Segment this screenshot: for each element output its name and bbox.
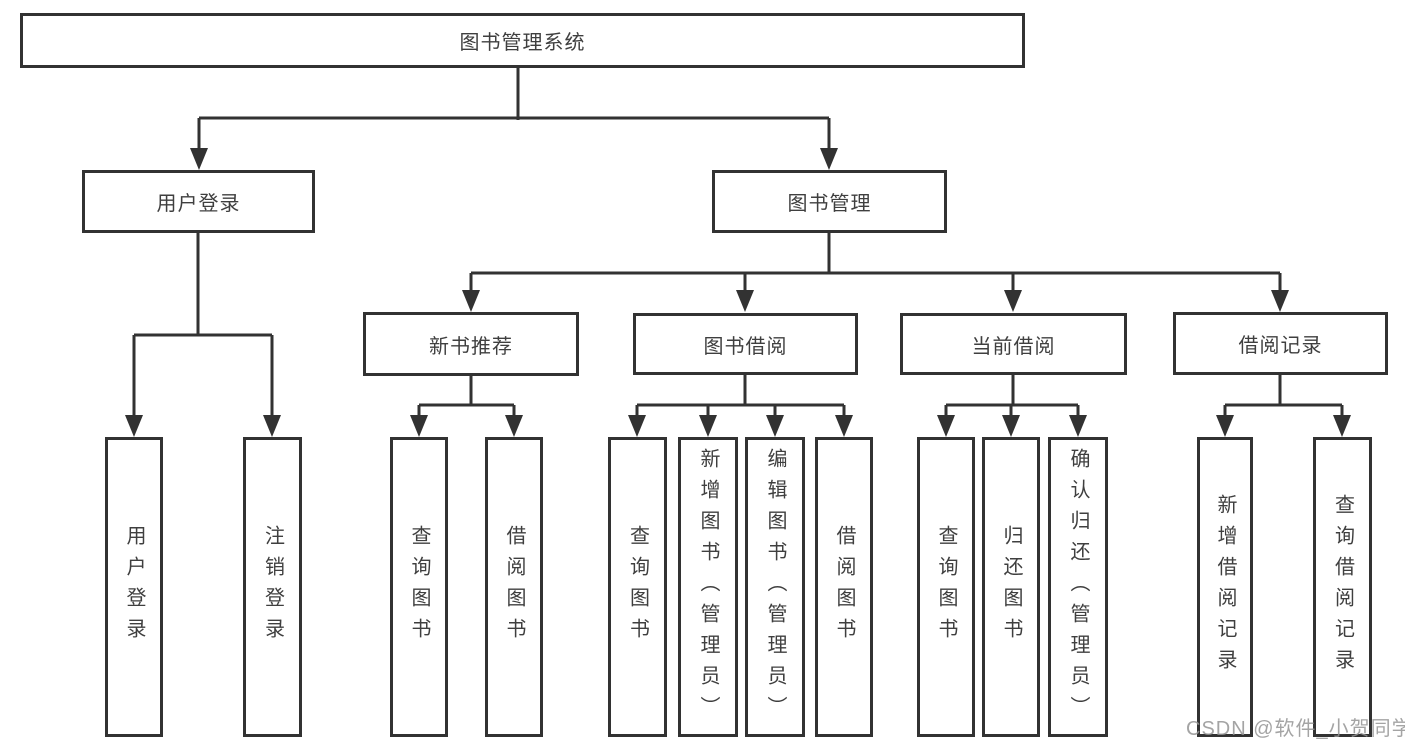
node-logout-login: 注销登录 <box>243 437 302 737</box>
arrow-down-icon <box>1002 415 1020 437</box>
arrow-down-icon <box>1069 415 1087 437</box>
arrow-down-icon <box>736 290 754 312</box>
node-label: 当前借阅 <box>971 335 1056 358</box>
node-label: 新增借阅记录 <box>1214 494 1236 680</box>
arrow-down-icon <box>125 415 143 437</box>
node-query-borrow-record: 查询借阅记录 <box>1313 437 1372 737</box>
node-label: 注销登录 <box>261 525 284 649</box>
node-new-book-recommendation: 新书推荐 <box>363 312 579 376</box>
node-current-borrowing: 当前借阅 <box>900 313 1127 375</box>
connector-current-borrowing-branch <box>944 375 1080 417</box>
connector-borrowing-records-branch <box>1223 375 1344 417</box>
node-borrow-books-borrowing: 借阅图书 <box>815 437 873 737</box>
node-book-borrowing: 图书借阅 <box>633 313 858 375</box>
node-label: 用户登录 <box>156 193 241 215</box>
arrow-down-icon <box>190 148 208 170</box>
arrow-down-icon <box>1333 415 1351 437</box>
arrow-down-icon <box>1216 415 1234 437</box>
node-confirm-return-admin: 确认归还（管理员） <box>1048 437 1108 737</box>
connector-root-to-level2 <box>197 68 831 150</box>
node-label: 查询图书 <box>935 525 957 649</box>
arrow-down-icon <box>1271 290 1289 312</box>
node-label: 借阅图书 <box>503 525 525 649</box>
arrow-down-icon <box>699 415 717 437</box>
node-query-books-recommend: 查询图书 <box>390 437 448 737</box>
arrow-down-icon <box>505 415 523 437</box>
node-query-books-current: 查询图书 <box>917 437 975 737</box>
node-add-borrow-record: 新增借阅记录 <box>1197 437 1253 737</box>
node-book-management: 图书管理 <box>712 170 947 233</box>
node-label: 确认归还（管理员） <box>1067 447 1089 727</box>
node-label: 新书推荐 <box>429 335 513 358</box>
arrow-down-icon <box>462 290 480 312</box>
node-label: 借阅图书 <box>833 525 855 649</box>
arrowheads <box>125 148 1351 437</box>
node-label: 图书管理 <box>787 193 872 215</box>
arrow-down-icon <box>628 415 646 437</box>
node-library-management-system: 图书管理系统 <box>20 13 1025 68</box>
node-edit-books-admin: 编辑图书（管理员） <box>745 437 805 737</box>
arrow-down-icon <box>263 415 281 437</box>
node-label: 图书借阅 <box>703 335 788 358</box>
node-label: 查询图书 <box>408 525 430 649</box>
node-label: 新增图书（管理员） <box>697 447 719 727</box>
node-user-login-leaf: 用户登录 <box>105 437 163 737</box>
arrow-down-icon <box>1004 290 1022 312</box>
arrow-down-icon <box>835 415 853 437</box>
node-add-books-admin: 新增图书（管理员） <box>678 437 738 737</box>
arrow-down-icon <box>820 148 838 170</box>
node-label: 归还图书 <box>1000 525 1022 649</box>
node-label: 借阅记录 <box>1238 335 1323 357</box>
node-label: 图书管理系统 <box>459 32 586 54</box>
node-user-login: 用户登录 <box>82 170 315 233</box>
connector-new-book-branch <box>417 376 516 417</box>
node-borrowing-records: 借阅记录 <box>1173 312 1388 375</box>
node-label: 查询图书 <box>626 525 649 649</box>
node-borrow-books-recommend: 借阅图书 <box>485 437 543 737</box>
arrow-down-icon <box>410 415 428 437</box>
node-label: 用户登录 <box>123 525 145 649</box>
connector-book-management-branch <box>469 233 1282 292</box>
connector-book-borrowing-branch <box>635 375 846 417</box>
arrow-down-icon <box>937 415 955 437</box>
node-label: 查询借阅记录 <box>1331 494 1354 680</box>
node-return-books: 归还图书 <box>982 437 1040 737</box>
node-label: 编辑图书（管理员） <box>764 447 786 727</box>
csdn-watermark: CSDN @软件_小贺同学 <box>1186 718 1405 740</box>
connector-user-login-branch <box>132 233 274 417</box>
arrow-down-icon <box>766 415 784 437</box>
node-query-books-borrowing: 查询图书 <box>608 437 667 737</box>
